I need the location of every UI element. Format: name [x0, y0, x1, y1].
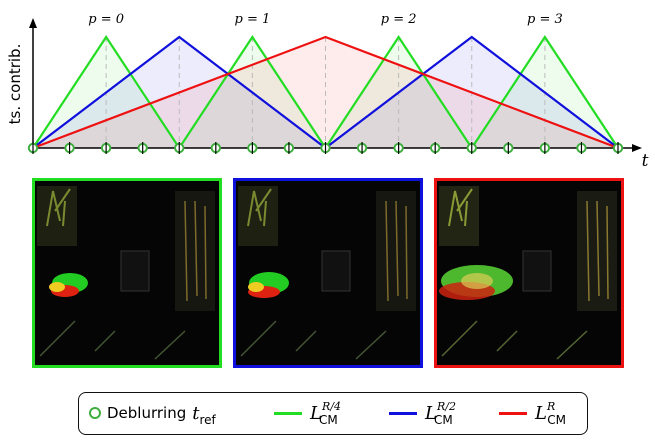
legend-deblurring: Deblurring tref	[89, 393, 216, 433]
triangle-quarter	[470, 35, 619, 149]
legend: Deblurring tref LR/4CM LR/2CM LRCM	[78, 392, 588, 435]
legend-line-blue	[389, 411, 417, 415]
triangle-quarter	[178, 35, 327, 149]
legend-deblurring-label: Deblurring	[107, 404, 187, 422]
legend-deblurring-symbol: tref	[192, 402, 216, 427]
panel-half	[233, 178, 423, 368]
triangle-quarter	[32, 35, 181, 149]
y-axis-label: ts. contrib.	[6, 44, 24, 125]
x-axis-arrow	[632, 144, 642, 152]
legend-line-green	[274, 411, 302, 415]
event-image-full	[437, 181, 621, 365]
legend-line-red	[499, 411, 527, 415]
legend-entry-full: LRCM	[499, 393, 566, 433]
legend-entry-half: LR/2CM	[389, 393, 456, 433]
event-image-half	[236, 181, 420, 365]
panel-full	[434, 178, 624, 368]
p-label: p = 1	[235, 12, 271, 27]
x-axis-label: t	[642, 151, 649, 171]
triangle-quarter	[324, 35, 473, 149]
p-labels: p = 0 p = 1 p = 2 p = 3	[88, 12, 563, 27]
panel-quarter	[32, 178, 222, 368]
legend-symbol-full: LRCM	[535, 399, 566, 427]
legend-entry-quarter: LR/4CM	[274, 393, 341, 433]
p-label: p = 3	[527, 12, 563, 27]
triangle-half	[32, 35, 327, 149]
event-image-quarter	[35, 181, 219, 365]
triangle-lines	[32, 35, 619, 150]
deblurring-marker-icon	[89, 407, 101, 419]
legend-symbol-quarter: LR/4CM	[310, 399, 341, 427]
y-axis-arrow	[29, 18, 37, 28]
legend-symbol-half: LR/2CM	[425, 399, 456, 427]
time-markers	[27, 142, 624, 154]
p-label: p = 2	[381, 12, 417, 27]
triangle-full	[32, 35, 619, 150]
triangle-half	[324, 35, 619, 149]
p-label: p = 0	[88, 12, 124, 27]
